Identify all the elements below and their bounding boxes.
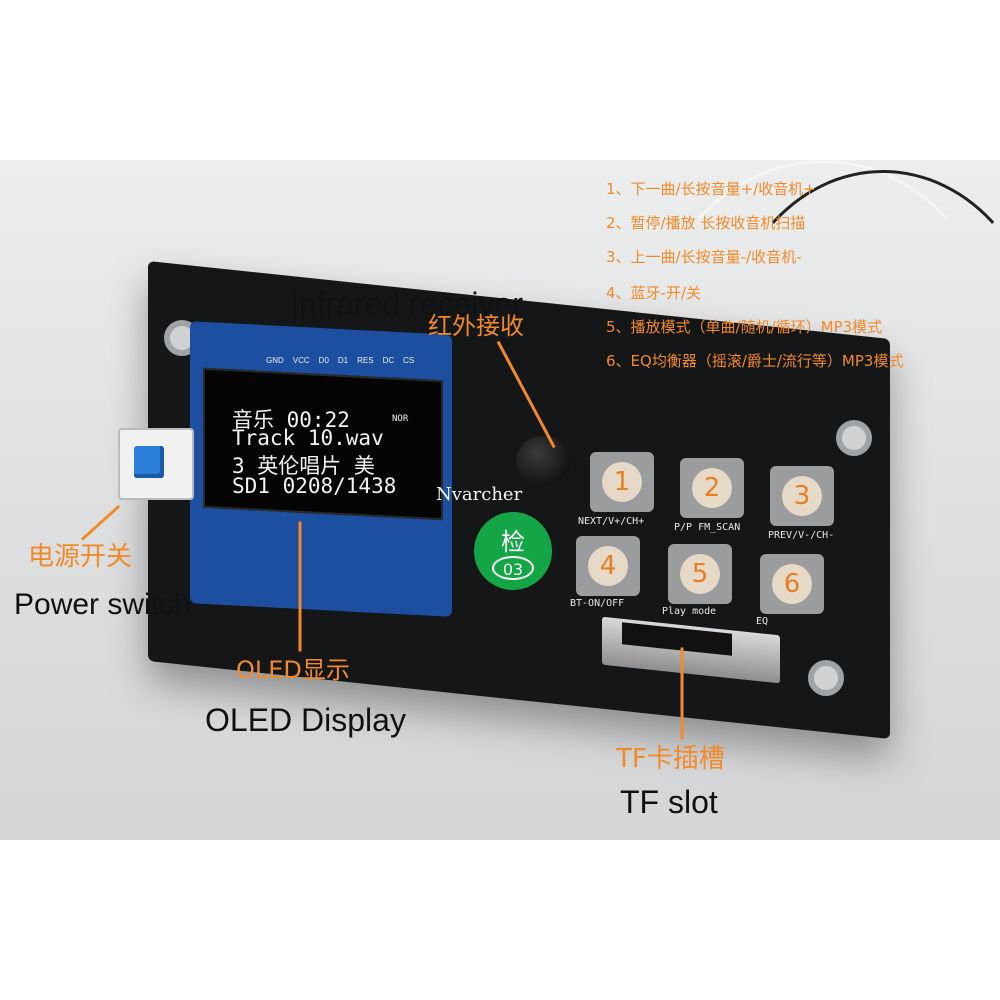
- pin-label: GND: [266, 356, 284, 365]
- label-power-cn: 电源开关: [28, 542, 133, 572]
- oled-badge: NOR: [392, 414, 409, 424]
- mounting-hole: [808, 660, 844, 696]
- key-1-number: 1: [602, 462, 642, 502]
- key-5-label: Play mode: [662, 606, 717, 617]
- arrow-oled: [298, 521, 302, 652]
- sticker-bottom: 03: [492, 556, 534, 580]
- inspection-sticker: 检 03: [474, 512, 552, 590]
- feature-6: 6、EQ均衡器（摇滚/爵士/流行等）MP3模式: [606, 352, 904, 370]
- sticker-top: 检: [501, 528, 525, 556]
- key-1-label: NEXT/V+/CH+: [578, 516, 645, 527]
- feature-4: 4、蓝牙-开/关: [606, 284, 702, 302]
- oled-pin-labels: GND VCC D0 D1 RES DC CS: [266, 356, 423, 365]
- key-3-number: 3: [782, 476, 822, 516]
- key-1[interactable]: 1: [590, 452, 654, 512]
- key-2-number: 2: [692, 468, 732, 508]
- label-tf-en: TF slot: [620, 784, 718, 820]
- key-6-number: 6: [772, 564, 812, 604]
- label-oled-en: OLED Display: [205, 702, 406, 738]
- key-6[interactable]: 6: [760, 554, 824, 614]
- pin-label: RES: [357, 356, 374, 365]
- feature-3: 3、上一曲/长按音量-/收音机-: [606, 248, 802, 266]
- key-4-number: 4: [588, 546, 628, 586]
- infrared-receiver: [516, 436, 570, 486]
- label-tf-cn: TF卡插槽: [616, 744, 725, 774]
- pin-label: VCC: [292, 356, 310, 365]
- pin-label: D0: [318, 356, 329, 365]
- label-ir-en: Infrared receiver: [290, 286, 523, 322]
- feature-5: 5、播放模式（单曲/随机/循环）MP3模式: [606, 318, 883, 336]
- key-6-label: EQ: [756, 616, 769, 627]
- oled-line-2: Track 10.wav: [232, 426, 384, 450]
- cable: [720, 170, 1000, 556]
- key-4-label: BT-ON/OFF: [570, 598, 625, 609]
- key-3[interactable]: 3: [770, 466, 834, 526]
- pin-label: D1: [337, 356, 349, 365]
- key-5-number: 5: [680, 554, 720, 594]
- power-switch-button[interactable]: [134, 446, 164, 478]
- arrow-tf: [680, 647, 684, 740]
- oled-line-4: SD1 0208/1438: [232, 474, 397, 498]
- key-3-label: PREV/V-/CH-: [768, 530, 835, 541]
- pin-label: DC: [382, 356, 395, 365]
- key-4[interactable]: 4: [576, 536, 640, 596]
- cable: [640, 160, 1000, 586]
- key-2[interactable]: 2: [680, 458, 744, 518]
- label-power-en: Power switch: [14, 588, 191, 621]
- label-ir-cn: 红外接收: [428, 312, 524, 340]
- mounting-hole: [836, 420, 872, 456]
- feature-1: 1、下一曲/长按音量+/收音机+: [606, 180, 816, 198]
- key-5[interactable]: 5: [668, 544, 732, 604]
- watermark: Nvarcher: [436, 484, 523, 505]
- key-2-label: P/P FM_SCAN: [674, 522, 741, 533]
- label-oled-cn: OLED显示: [236, 656, 350, 684]
- feature-2: 2、暂停/播放 长按收音机扫描: [606, 214, 806, 232]
- oled-line-3: 3 英伦唱片 美: [232, 454, 375, 478]
- pin-label: CS: [403, 356, 415, 365]
- oled-line-1: 音乐 00:22: [232, 408, 350, 432]
